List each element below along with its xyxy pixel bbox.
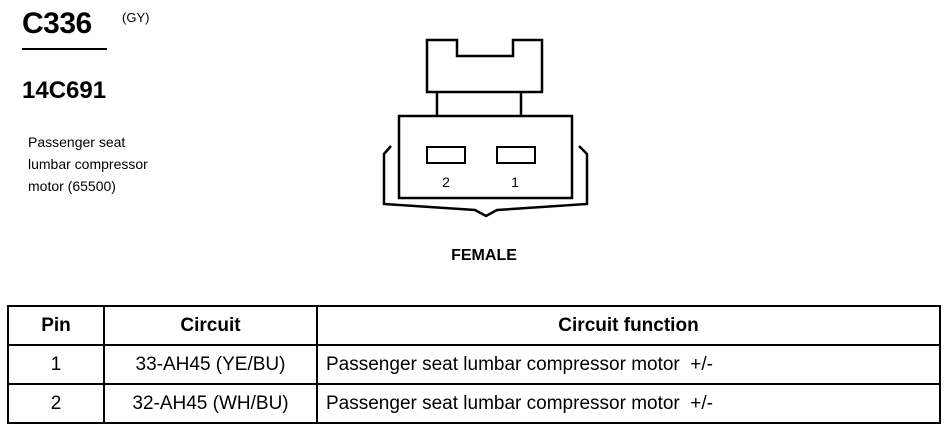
locking-tab — [425, 38, 544, 94]
table-row: 2 32-AH45 (WH/BU) Passenger seat lumbar … — [7, 383, 941, 424]
connector-description: Passenger seat lumbar compressor motor (… — [28, 131, 198, 197]
title-underline — [22, 48, 107, 50]
connector-gender-label: FEMALE — [451, 247, 517, 264]
function-cell: Passenger seat lumbar compressor motor +… — [316, 383, 941, 424]
connector-id: C336 — [22, 7, 92, 40]
description-line: lumbar compressor — [28, 156, 148, 172]
column-header-function: Circuit function — [316, 305, 941, 346]
circuit-cell: 33-AH45 (YE/BU) — [103, 344, 318, 385]
table-row: 1 33-AH45 (YE/BU) Passenger seat lumbar … — [7, 344, 941, 385]
pin-number-label: 2 — [442, 174, 450, 190]
pin-number-label: 1 — [511, 174, 519, 190]
connector-face-diagram: 2 1 — [382, 38, 589, 218]
circuit-cell: 32-AH45 (WH/BU) — [103, 383, 318, 424]
connector-shroud — [382, 145, 589, 218]
table-header-row: Pin Circuit Circuit function — [7, 305, 941, 346]
connector-body — [397, 114, 574, 200]
pin-cell: 1 — [7, 344, 105, 385]
pin-cavity-2 — [426, 146, 466, 164]
description-line: Passenger seat — [28, 134, 126, 150]
part-number: 14C691 — [22, 77, 107, 104]
pinout-table: Pin Circuit Circuit function 1 33-AH45 (… — [7, 305, 941, 424]
column-header-pin: Pin — [7, 305, 105, 346]
function-cell: Passenger seat lumbar compressor motor +… — [316, 344, 941, 385]
description-line: motor (65500) — [28, 178, 116, 194]
pin-cavity-1 — [496, 146, 536, 164]
connector-color: (GY) — [122, 10, 150, 25]
pin-cell: 2 — [7, 383, 105, 424]
column-header-circuit: Circuit — [103, 305, 318, 346]
